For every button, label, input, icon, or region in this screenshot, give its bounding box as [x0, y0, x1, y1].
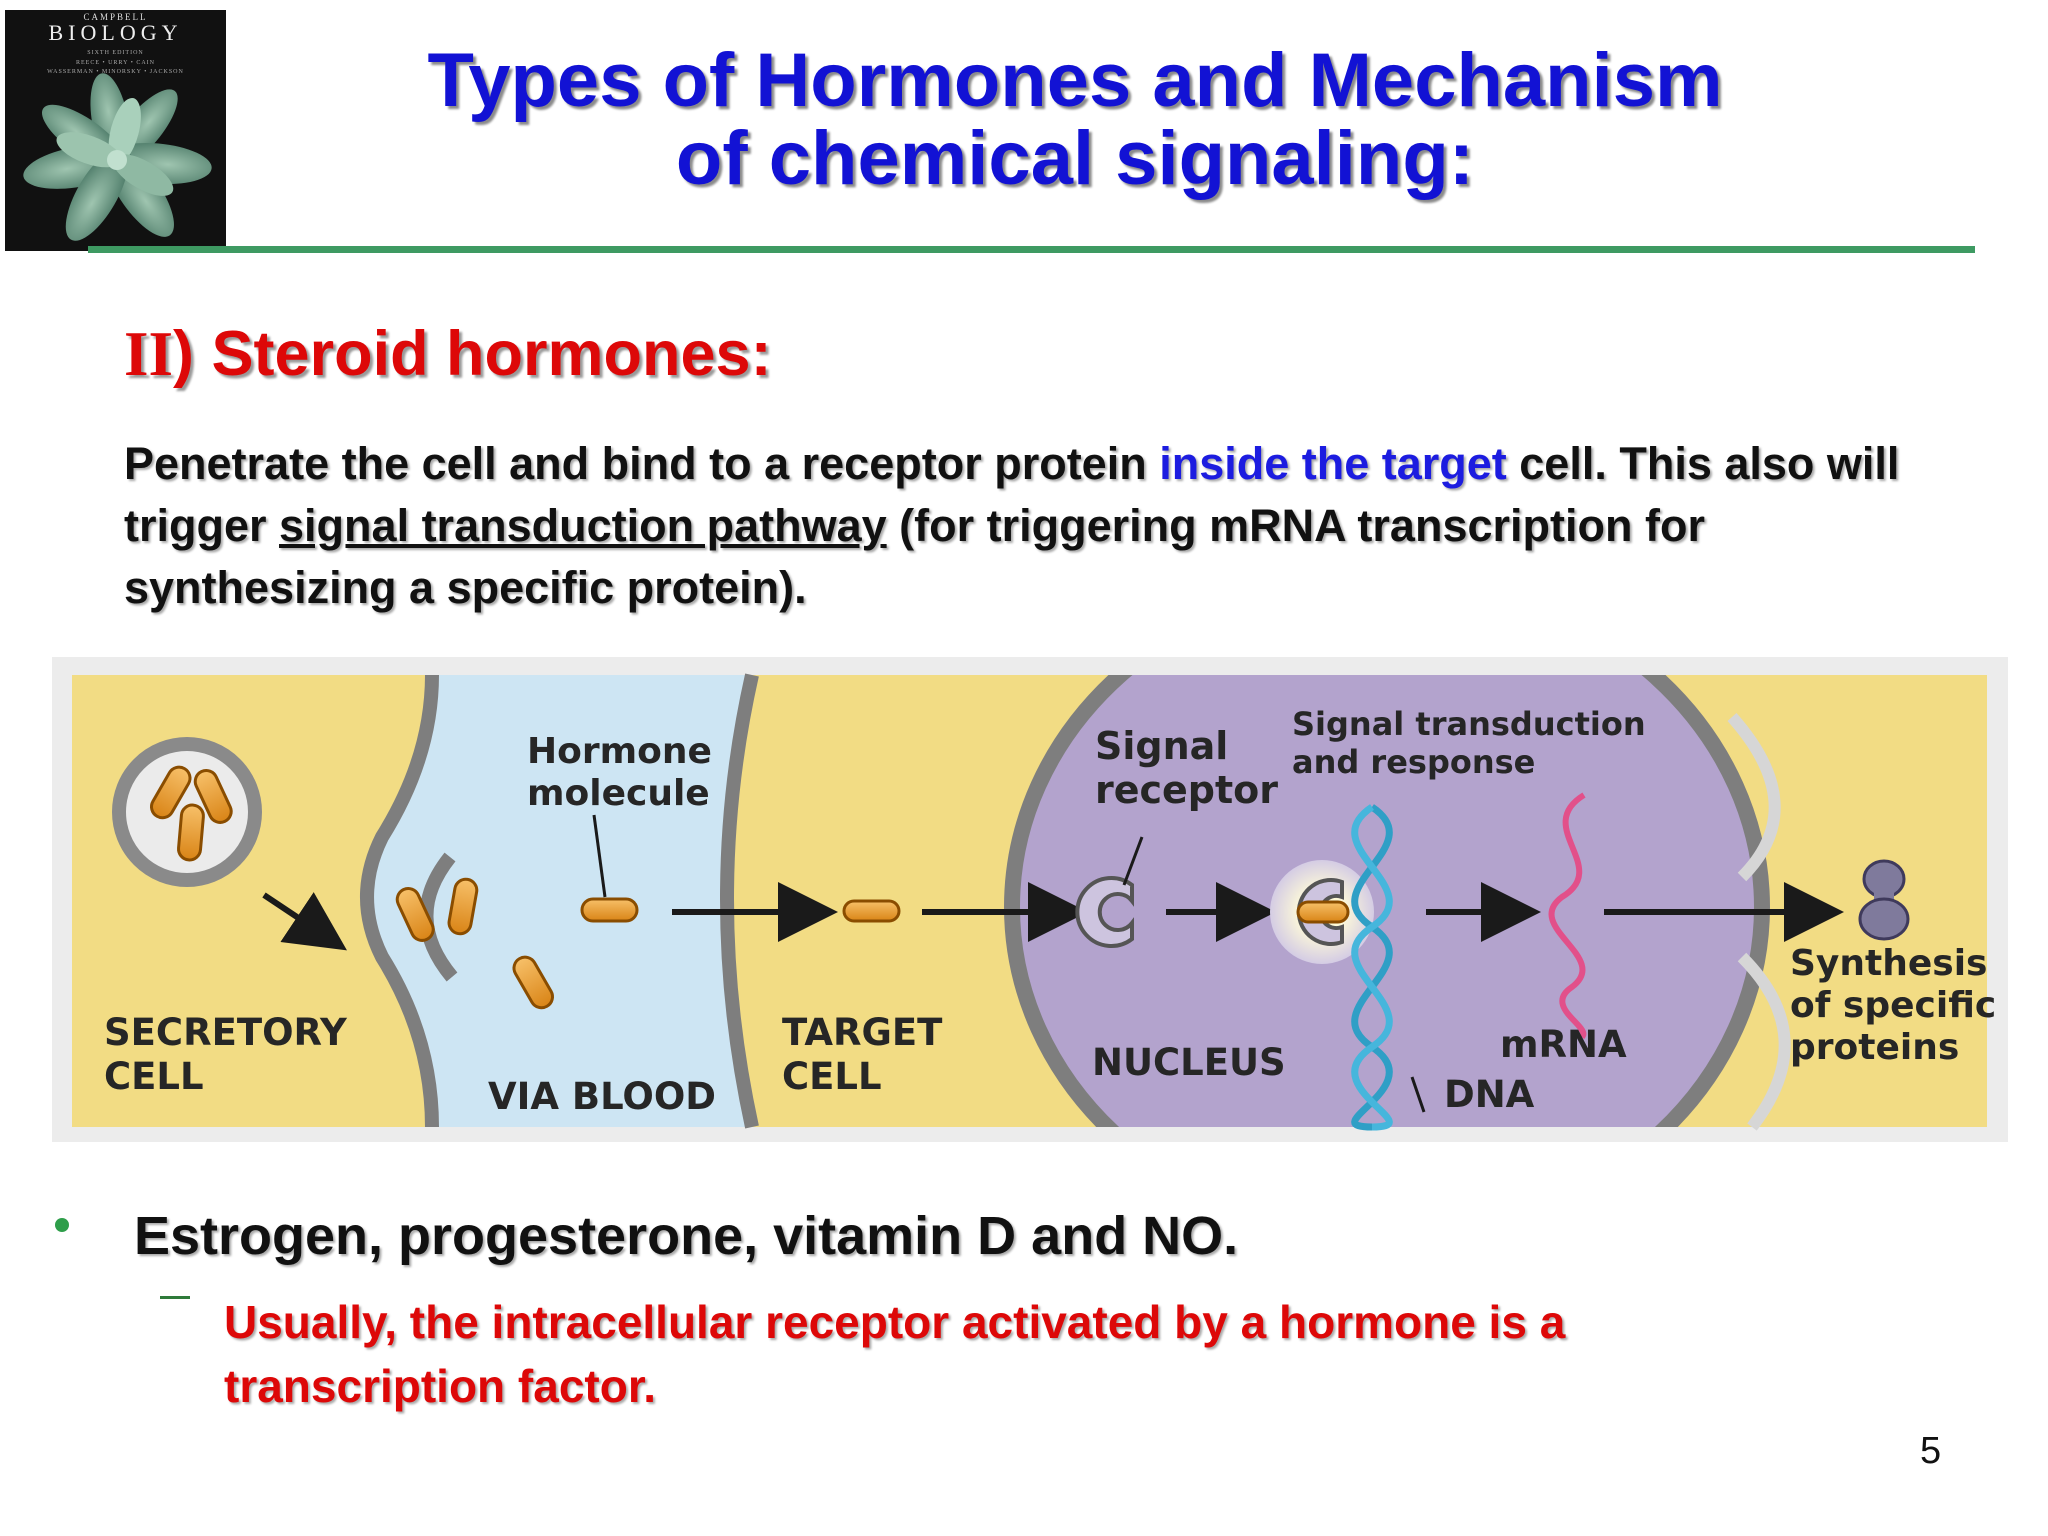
- label-dna: DNA: [1444, 1073, 1535, 1116]
- label-target-cell: CELL: [782, 1055, 882, 1098]
- hormone-molecule-icon: [395, 886, 435, 942]
- nuclear-pore: [1727, 713, 1781, 882]
- cover-edition: SIXTH EDITION: [87, 50, 144, 56]
- para-highlight: inside the target: [1159, 438, 1507, 489]
- label-secretory-cell: CELL: [104, 1055, 204, 1098]
- label-signal-transduction: Signal transduction: [1292, 705, 1646, 743]
- bullet-icon: [55, 1218, 69, 1232]
- section-roman-numeral: II: [124, 319, 174, 389]
- cover-publisher: CAMPBELL: [83, 12, 148, 22]
- nuclear-pore: [1737, 952, 1791, 1131]
- steroid-signaling-diagram: Hormone molecule Signal receptor Signal …: [52, 657, 2008, 1142]
- description-paragraph: Penetrate the cell and bind to a recepto…: [124, 433, 1964, 619]
- book-cover-image: CAMPBELL BIOLOGY SIXTH EDITION REECE • U…: [5, 10, 226, 251]
- slide-title-line: Types of Hormones and Mechanism: [427, 38, 1723, 123]
- hormone-molecule-icon: [447, 877, 479, 936]
- secretory-cell-membrane: [360, 674, 439, 1128]
- blood-region: [367, 675, 752, 1127]
- cover-title: BIOLOGY: [48, 20, 183, 45]
- hormone-molecule-icon: [177, 803, 205, 862]
- title-divider: [88, 246, 1975, 253]
- slide-title: Types of Hormones and Mechanism of chemi…: [250, 42, 1900, 198]
- label-hormone-molecule: Hormone: [527, 731, 712, 772]
- slide-title-line: of chemical signaling:: [675, 116, 1475, 201]
- protein-icon: [1858, 859, 1910, 941]
- section-heading-text: ) Steroid hormones:: [173, 319, 772, 389]
- cover-authors: REECE • URRY • CAIN: [76, 60, 155, 66]
- hormone-molecule-icon: [193, 768, 233, 824]
- sub-bullet-note: Usually, the intracellular receptor acti…: [224, 1296, 1566, 1412]
- hormone-molecule-icon: [150, 765, 192, 820]
- label-signal-transduction: and response: [1292, 743, 1535, 781]
- label-target-cell: TARGET: [782, 1011, 943, 1054]
- dna-pointer-line: [1410, 1076, 1426, 1113]
- label-via-blood: VIA BLOOD: [488, 1075, 716, 1118]
- label-signal-receptor: Signal: [1095, 724, 1228, 768]
- bullet-examples: Estrogen, progesterone, vitamin D and NO…: [134, 1206, 1239, 1266]
- receptor-pointer-line: [1122, 836, 1144, 886]
- hormone-molecule-icon: [580, 897, 639, 923]
- succulent-plant-icon: [23, 73, 212, 241]
- para-underlined-term: signal transduction pathway: [279, 500, 887, 551]
- signal-receptor-icon: [1075, 876, 1134, 948]
- label-synthesis: proteins: [1790, 1027, 1959, 1068]
- sub-bullet-dash-icon: [160, 1296, 190, 1299]
- bound-hormone-icon: [1296, 900, 1350, 924]
- label-mrna: mRNA: [1500, 1023, 1627, 1066]
- para-text: (for triggering mRNA transcription for s…: [124, 500, 1705, 613]
- hormone-molecule-icon: [842, 899, 901, 923]
- dna-helix-icon: [1351, 804, 1393, 1131]
- label-hormone-molecule: molecule: [527, 773, 710, 814]
- label-nucleus: NUCLEUS: [1092, 1041, 1286, 1084]
- cover-authors: WASSERMAN • MINORSKY • JACKSON: [47, 69, 184, 75]
- label-signal-receptor: receptor: [1095, 768, 1278, 812]
- label-synthesis: Synthesis: [1790, 943, 1987, 984]
- para-text: cell. This also will trigger: [124, 438, 1900, 551]
- hormone-molecule-icon: [512, 955, 554, 1010]
- hormone-pointer-line: [592, 814, 607, 898]
- mrna-strand-icon: [1548, 792, 1587, 1040]
- para-text: Penetrate the cell and bind to a recepto…: [124, 438, 1160, 489]
- label-secretory-cell: SECRETORY: [104, 1011, 348, 1054]
- secretion-arrow: [262, 892, 347, 951]
- target-cell-membrane: [720, 673, 759, 1129]
- section-heading: II) Steroid hormones:: [124, 318, 772, 391]
- label-synthesis: of specific: [1790, 985, 1996, 1026]
- page-number: 5: [1920, 1430, 1942, 1472]
